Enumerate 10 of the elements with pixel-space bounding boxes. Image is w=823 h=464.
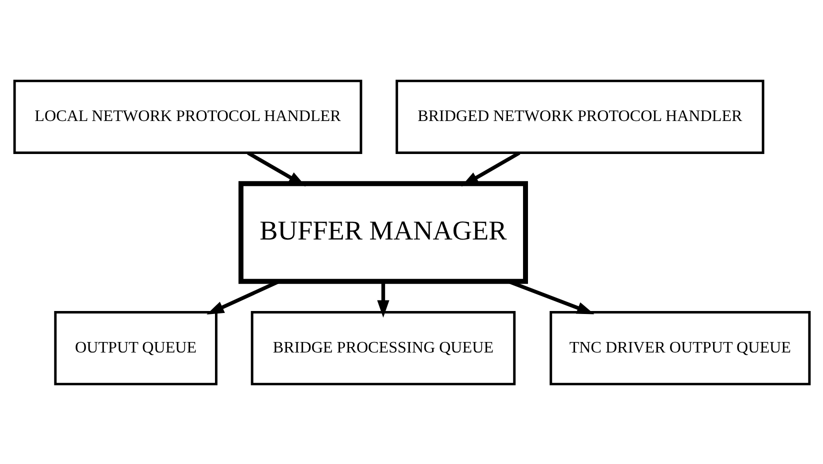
arrow	[460, 150, 520, 186]
node-box: BUFFER MANAGER	[238, 180, 528, 284]
node-box: OUTPUT QUEUE	[54, 310, 217, 385]
arrow	[246, 150, 306, 186]
node-box: BRIDGED NETWORK PROTOCOL HANDLER	[395, 79, 764, 154]
arrow	[376, 280, 389, 318]
arrow	[206, 279, 280, 314]
node-box: LOCAL NETWORK PROTOCOL HANDLER	[12, 79, 362, 154]
node-box: TNC DRIVER OUTPUT QUEUE	[549, 310, 810, 385]
node-box: BRIDGE PROCESSING QUEUE	[250, 310, 516, 385]
